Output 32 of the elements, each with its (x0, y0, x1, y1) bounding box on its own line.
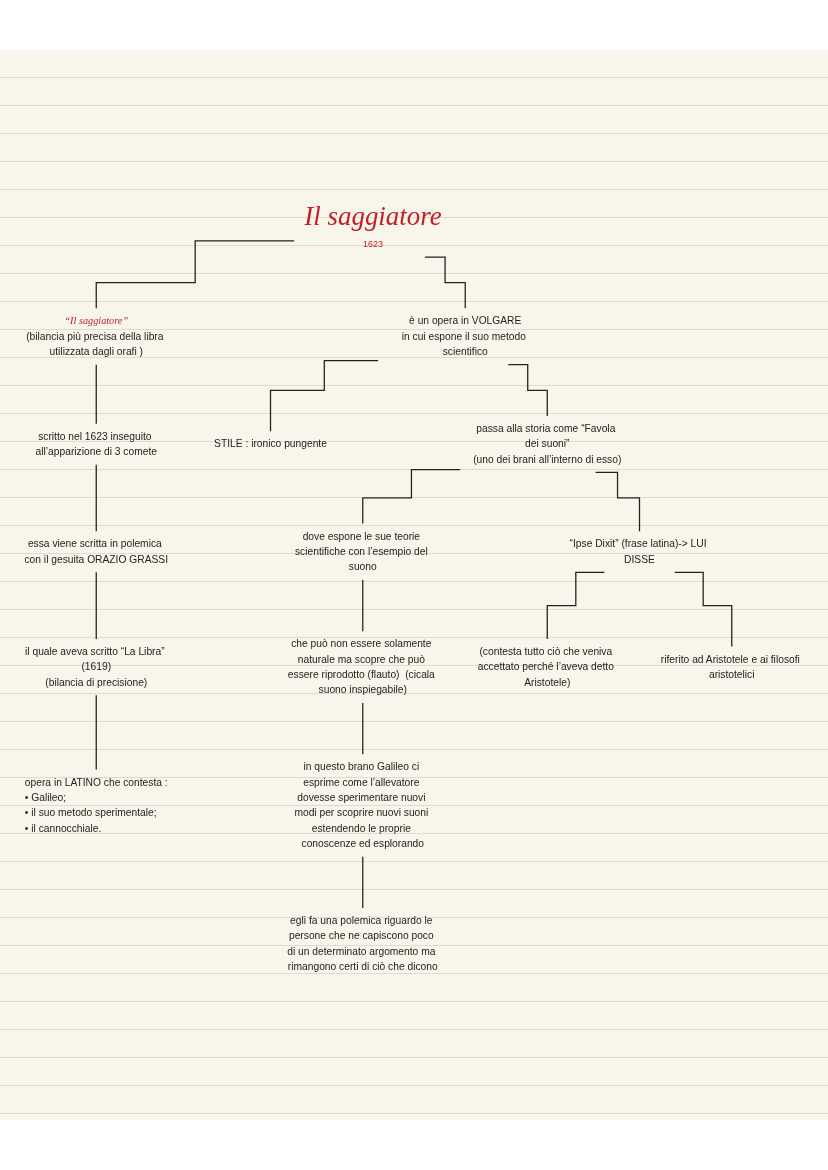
connector (546, 571, 605, 640)
node-text: “Il saggiatore” (bilancia più precisa della libra utilizzata dagli orafi ) (26, 314, 164, 357)
connector (674, 571, 733, 647)
connector (95, 694, 97, 770)
connector (95, 463, 97, 532)
node-text: che può non essere solamente naturale ma scopre che può essere riprodotto (flauto) (cicala suono inspiegabile) (287, 637, 435, 695)
node-text: scritto nel 1623 inseguito all’apparizione di 3 comete (35, 430, 157, 457)
node-text: “Ipse Dixit” (frase latina)-> LUI DISSE (569, 537, 707, 565)
connector (594, 471, 641, 532)
node-text: Il saggiatore 1623 (304, 200, 442, 249)
connector (362, 578, 364, 632)
node-text: il quale aveva scritto “La Libra” (1619) (bilancia di precisione) (25, 645, 165, 688)
ruled-paper-sheet: Il saggiatore 1623 “Il saggiatore” (bilancia più precisa della libra utilizzata dagli orafi ) scritto nel 1623 inseguito all’apparizione di 3 comete essa viene scritta in polemica con il gesuita ORAZIO GRASSI il quale aveva scritto “La Libra” (1619) (bilancia di precisione) opera in LATINO che contesta : • Galileo; • il suo metodo sperimentale; • il cannocchiale. è un opera in VOLGARE in cui espone il suo metodo scientifico STILE : ironico pungente passa alla storia come “Favola dei suoni” (uno dei brani all’interno di esso) dove espone le sue teorie scientifiche con l’esempio del suono che può non essere solamente naturale ma scopre che può essere riprodotto (flauto) (cicala suono inspiegabile) “Ipse Dixit” (frase latina)-> LUI DISSE (contesta tutto ciò che veniva accettato perché l’aveva detto Aristotele) riferito ad Aristotele e ai filosofi aristotelici in questo brano Galileo ci esprime come l’allevatore dovesse sperimentare nuovi modi per scoprire nuovi suoni estendendo le proprie conoscenze ed esplorando egli fa una polemica riguardo le persone che ne capiscono poco di un determinato argomento ma rimangono certi di ciò che dicono (0, 50, 828, 1120)
connector (362, 855, 364, 909)
connector (507, 363, 548, 417)
connector (95, 363, 97, 424)
node-text: STILE : ironico pungente (214, 437, 327, 449)
node-text: essa viene scritta in polemica con il gesuita ORAZIO GRASSI (24, 537, 169, 565)
connector (95, 239, 295, 309)
node-text: in questo brano Galileo ci esprime come l’allevatore dovesse sperimentare nuovi modi per scoprire nuovi suoni estendendo le proprie conoscenze ed esplorando (294, 760, 429, 849)
connector (424, 256, 466, 309)
connector (362, 701, 364, 755)
connector (95, 571, 97, 640)
connector (269, 359, 379, 432)
node-text: (contesta tutto ciò che veniva accettato perché l’aveva detto Aristotele) (477, 645, 614, 688)
node-text: riferito ad Aristotele e ai filosofi aristotelici (660, 653, 800, 680)
node-text: egli fa una polemica riguardo le persone che ne capiscono poco di un determinato argomento ma rimangono certi di ciò che dicono (287, 914, 438, 972)
node-text: passa alla storia come “Favola dei suoni” (uno dei brani all’interno di esso) (473, 422, 622, 465)
connector (362, 468, 461, 524)
node-text: opera in LATINO che contesta : • Galileo; • il suo metodo sperimentale; • il cannocchiale. (24, 776, 168, 834)
node-text: è un opera in VOLGARE in cui espone il suo metodo scientifico (401, 314, 526, 357)
node-text: dove espone le sue teorie scientifiche con l’esempio del suono (294, 530, 428, 572)
